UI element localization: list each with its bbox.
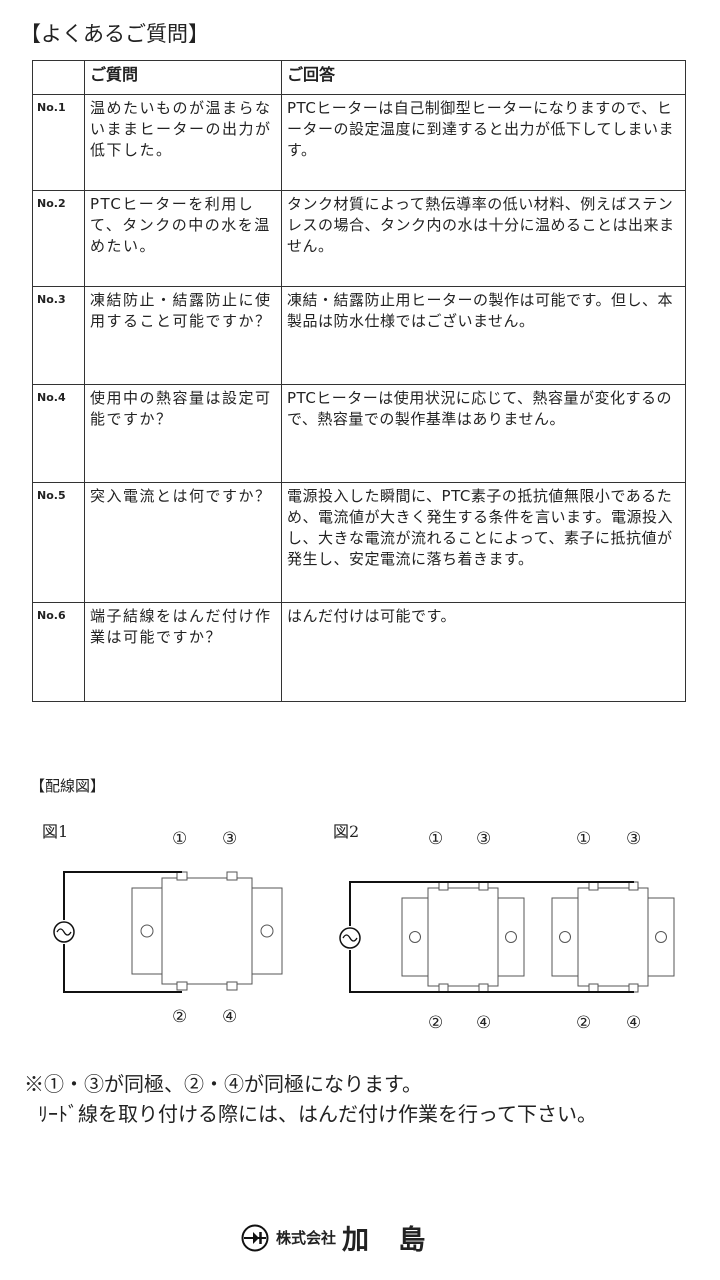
heater-unit (401, 881, 525, 993)
row-number: No.4 (32, 384, 85, 483)
terminal-4-label: ④ (476, 1013, 491, 1033)
heater-unit (131, 871, 283, 991)
figure-1-label: 図1 (42, 822, 69, 841)
terminal-3-label: ③ (476, 829, 491, 849)
mounting-hole (655, 931, 667, 943)
ac-source-icon (339, 927, 361, 949)
figure-2-label: 図2 (333, 822, 360, 841)
row-answer: PTCヒーターは自己制御型ヒーターになりますので、ヒーターの設定温度に到達すると… (281, 94, 686, 191)
company-type: 株式会社 (276, 1229, 337, 1247)
terminal-3-label: ③ (222, 829, 237, 849)
table-row: No.2 PTCヒーターを利用して、タンクの中の水を温めたい。 タンク材質によっ… (32, 190, 686, 287)
terminal-1-label: ① (576, 829, 591, 849)
table-row: No.3 凍結防止・結露防止に使用すること可能ですか？ 凍結・結露防止用ヒーター… (32, 286, 686, 385)
terminal-post (588, 881, 599, 891)
heater-body (161, 877, 253, 985)
faq-header-row: ご質問 ご回答 (32, 60, 686, 95)
figure-2: ① ③ ① ③ ② ④ ② ④ (339, 829, 675, 1033)
company-footer: 株式会社 加 島 (240, 1218, 435, 1257)
terminal-post (176, 871, 188, 881)
header-num (32, 60, 85, 95)
terminal-post (628, 881, 639, 891)
terminal-3-label: ③ (626, 829, 641, 849)
row-number: No.2 (32, 190, 85, 287)
lead-wire (63, 871, 182, 920)
table-row: No.5 突入電流とは何ですか？ 電源投入した瞬間に、PTC素子の抵抗値無限小で… (32, 482, 686, 603)
terminal-post (628, 983, 639, 993)
heater-unit (551, 881, 675, 993)
table-row: No.6 端子結線をはんだ付け作業は可能ですか？ はんだ付けは可能です。 (32, 602, 686, 702)
wiring-title: 【配線図】 (30, 777, 106, 795)
row-question: 凍結防止・結露防止に使用すること可能ですか？ (84, 286, 282, 385)
terminal-2-label: ② (428, 1013, 443, 1033)
terminal-2-label: ② (172, 1007, 187, 1027)
heater-body (577, 887, 649, 987)
terminal-4-label: ④ (222, 1007, 237, 1027)
terminal-post (438, 983, 449, 993)
header-question: ご質問 (84, 60, 282, 95)
terminal-1-label: ① (428, 829, 443, 849)
company-name: 加 島 (342, 1225, 436, 1256)
terminal-post (176, 981, 188, 991)
terminal-post (226, 871, 238, 881)
table-row: No.4 使用中の熱容量は設定可能ですか？ PTCヒーターは使用状況に応じて、熱… (32, 384, 686, 483)
mounting-hole (409, 931, 421, 943)
row-answer: はんだ付けは可能です。 (281, 602, 686, 702)
terminal-post (588, 983, 599, 993)
row-question: 温めたいものが温まらないままヒーターの出力が低下した。 (84, 94, 282, 191)
note-same-polarity: ※①・③が同極、②・④が同極になります。 (24, 1072, 422, 1096)
row-question: 突入電流とは何ですか？ (84, 482, 282, 603)
terminal-4-label: ④ (626, 1013, 641, 1033)
mounting-hole (260, 924, 274, 938)
lead-wire (349, 950, 634, 993)
row-number: No.6 (32, 602, 85, 702)
lead-wire (63, 944, 182, 993)
row-question: 使用中の熱容量は設定可能ですか？ (84, 384, 282, 483)
faq-table: ご質問 ご回答 No.1 温めたいものが温まらないままヒーターの出力が低下した。… (32, 60, 686, 702)
mounting-hole (140, 924, 154, 938)
row-answer: タンク材質によって熱伝導率の低い材料、例えばステンレスの場合、タンク内の水は十分… (281, 190, 686, 287)
note-soldering: ﾘｰﾄﾞ線を取り付ける際には、はんだ付け作業を行って下さい。 (38, 1102, 597, 1126)
heater-body (427, 887, 499, 987)
terminal-2-label: ② (576, 1013, 591, 1033)
row-answer: PTCヒーターは使用状況に応じて、熱容量が変化するので、熱容量での製作基準はあり… (281, 384, 686, 483)
wiring-diagram: ① ③ ② ④ ① ③ ① ③ ② ④ ② ④ (53, 829, 675, 1033)
table-row: No.1 温めたいものが温まらないままヒーターの出力が低下した。 PTCヒーター… (32, 94, 686, 191)
faq-title: 【よくあるご質問】 (20, 22, 209, 46)
header-answer: ご回答 (281, 60, 686, 95)
row-number: No.1 (32, 94, 85, 191)
row-question: 端子結線をはんだ付け作業は可能ですか？ (84, 602, 282, 702)
mounting-hole (505, 931, 517, 943)
terminal-post (478, 983, 489, 993)
row-answer: 凍結・結露防止用ヒーターの製作は可能です。但し、本製品は防水仕様ではございません… (281, 286, 686, 385)
row-number: No.3 (32, 286, 85, 385)
row-answer: 電源投入した瞬間に、PTC素子の抵抗値無限小であるため、電流値が大きく発生する条… (281, 482, 686, 603)
terminal-1-label: ① (172, 829, 187, 849)
terminal-post (478, 881, 489, 891)
terminal-post (226, 981, 238, 991)
ac-source-icon (53, 921, 75, 943)
lead-wire (349, 881, 634, 926)
figure-1: ① ③ ② ④ (53, 829, 283, 1027)
row-number: No.5 (32, 482, 85, 603)
company-logo-icon (241, 1224, 269, 1251)
row-question: PTCヒーターを利用して、タンクの中の水を温めたい。 (84, 190, 282, 287)
mounting-hole (559, 931, 571, 943)
terminal-post (438, 881, 449, 891)
